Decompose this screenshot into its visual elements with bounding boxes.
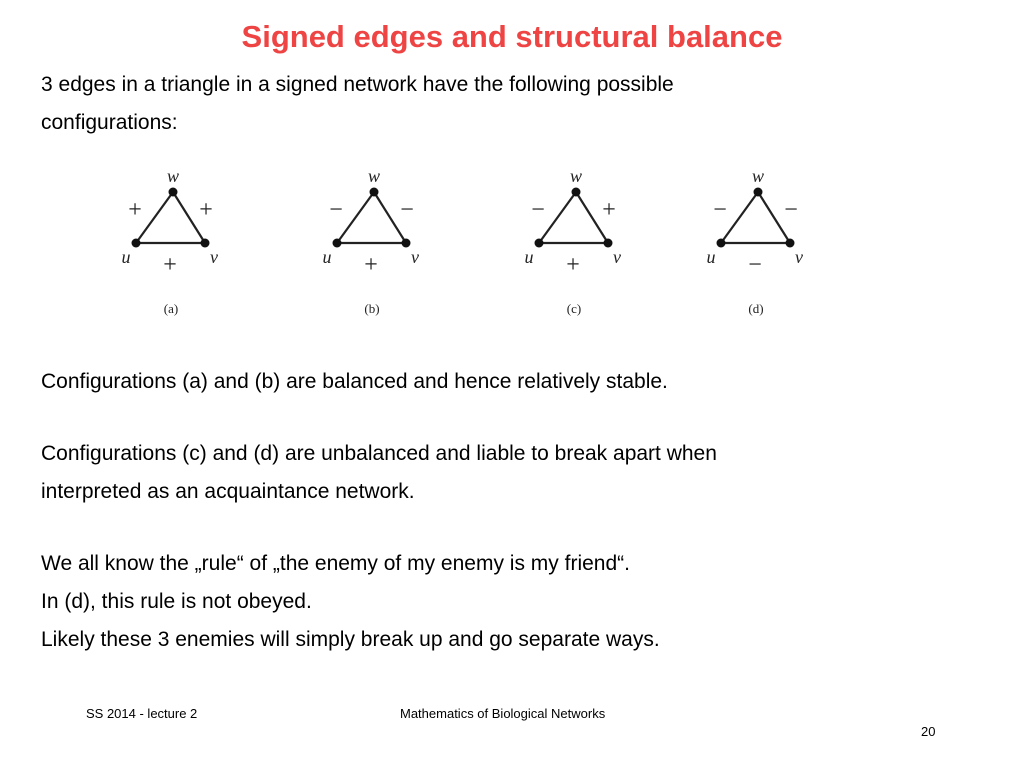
unbalanced-statement-line-1: Configurations (c) and (d) are unbalance… [41, 442, 717, 465]
edge-w-v [373, 191, 407, 244]
panel-label: (d) [748, 301, 763, 316]
panel-label: (b) [364, 301, 379, 316]
rule-not-obeyed-statement: In (d), this rule is not obeyed. [41, 590, 312, 613]
edge-w-u [336, 191, 375, 244]
edge-w-u [538, 191, 577, 244]
edge-sign-right: + [199, 197, 213, 223]
conclusion-statement: Likely these 3 enemies will simply break… [41, 628, 660, 651]
edge-sign-bottom: + [364, 252, 378, 278]
node-w [369, 187, 379, 197]
node-label-v: v [795, 247, 803, 267]
node-label-w: w [167, 166, 179, 186]
intro-line-1: 3 edges in a triangle in a signed networ… [41, 73, 674, 96]
node-label-u: u [525, 247, 534, 267]
intro-line-2: configurations: [41, 111, 178, 134]
node-v [200, 238, 210, 248]
node-label-v: v [613, 247, 621, 267]
edge-w-v [172, 191, 206, 244]
edge-w-u [135, 191, 174, 244]
node-v [401, 238, 411, 248]
panel-label: (a) [164, 301, 178, 316]
node-label-w: w [752, 166, 764, 186]
triangle-configurations-figure: w u v + + + (a) w u v − − + (b) w u v − + + (c) w u v − − − (d) [110, 145, 840, 345]
edge-w-v [757, 191, 791, 244]
node-u [716, 238, 726, 248]
edge-sign-bottom: + [566, 252, 580, 278]
edge-sign-right: − [400, 197, 414, 223]
node-label-u: u [122, 247, 131, 267]
edge-sign-right: + [602, 197, 616, 223]
node-label-v: v [210, 247, 218, 267]
edge-w-v [575, 191, 609, 244]
triangle-configurations-svg: w u v + + + (a) w u v − − + (b) w u v − + + (c) w u v − − − (d) [122, 166, 804, 316]
edge-sign-bottom: + [163, 252, 177, 278]
node-label-u: u [707, 247, 716, 267]
footer-course: SS 2014 - lecture 2 [86, 706, 198, 721]
node-w [753, 187, 763, 197]
page-number: 20 [921, 724, 936, 739]
node-label-v: v [411, 247, 419, 267]
edge-sign-left: + [128, 197, 142, 223]
node-u [131, 238, 141, 248]
node-w [168, 187, 178, 197]
edge-sign-left: − [531, 197, 545, 223]
panel-label: (c) [567, 301, 581, 316]
edge-sign-bottom: − [748, 252, 762, 278]
node-v [603, 238, 613, 248]
node-w [571, 187, 581, 197]
node-label-u: u [323, 247, 332, 267]
node-u [534, 238, 544, 248]
footer-lecture-title: Mathematics of Biological Networks [400, 706, 606, 721]
edge-w-u [720, 191, 759, 244]
slide-title: Signed edges and structural balance [241, 19, 783, 54]
node-label-w: w [570, 166, 582, 186]
edge-sign-left: − [329, 197, 343, 223]
edge-sign-right: − [784, 197, 798, 223]
rule-statement: We all know the „rule“ of „the enemy of … [41, 552, 630, 575]
node-v [785, 238, 795, 248]
node-label-w: w [368, 166, 380, 186]
edge-sign-left: − [713, 197, 727, 223]
node-u [332, 238, 342, 248]
balanced-statement: Configurations (a) and (b) are balanced … [41, 370, 668, 393]
unbalanced-statement-line-2: interpreted as an acquaintance network. [41, 480, 415, 503]
